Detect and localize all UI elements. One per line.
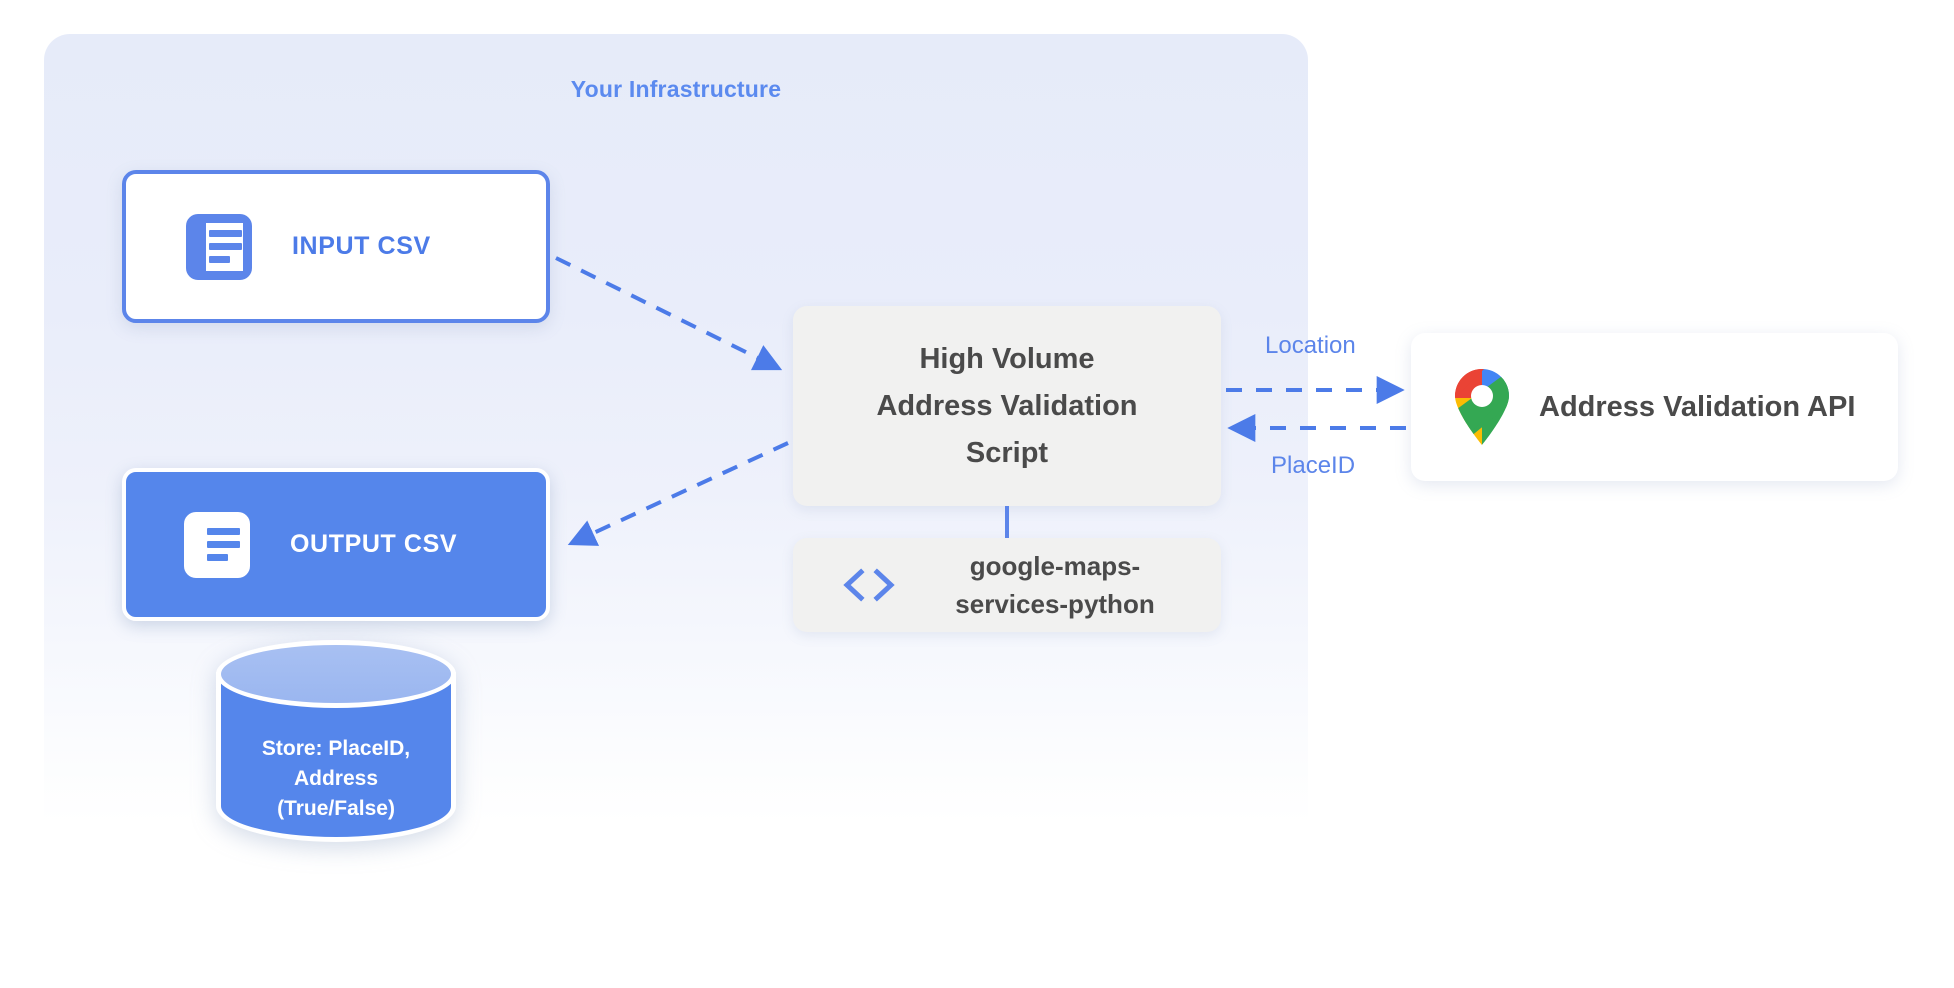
document-icon-line-2: [207, 541, 240, 548]
node-script[interactable]: High Volume Address Validation Script: [793, 306, 1221, 506]
script-library-connector: [1005, 506, 1009, 540]
datastore-label-line-3: (True/False): [277, 797, 395, 820]
document-icon-line-3: [207, 554, 228, 561]
document-icon-inner: [204, 520, 241, 569]
library-label-line-2: services-python: [955, 589, 1155, 619]
database-cylinder-top-icon: [216, 640, 456, 708]
node-datastore[interactable]: Store: PlaceID, Address (True/False): [212, 638, 460, 868]
script-label-line-3: Script: [965, 436, 1049, 469]
datastore-label-line-2: Address: [293, 767, 379, 790]
datastore-label-line-1: Store: PlaceID,: [261, 737, 411, 760]
node-input-csv[interactable]: INPUT CSV: [122, 170, 550, 323]
node-library[interactable]: google-maps- services-python: [793, 538, 1221, 632]
node-output-csv[interactable]: OUTPUT CSV: [122, 468, 550, 621]
script-label-line-2: Address Validation: [876, 389, 1138, 422]
edge-label-placeid: PlaceID: [1271, 452, 1356, 479]
document-icon-line-1: [209, 230, 242, 237]
edge-label-location: Location: [1265, 332, 1356, 359]
api-label: Address Validation API: [1539, 390, 1856, 423]
node-address-validation-api[interactable]: Address Validation API: [1411, 333, 1898, 481]
document-icon-inner: [206, 222, 243, 271]
library-label-line-1: google-maps-: [969, 551, 1141, 581]
output-csv-label: OUTPUT CSV: [290, 530, 458, 558]
document-icon: [184, 511, 250, 578]
google-maps-pin-icon: [1454, 368, 1510, 446]
datastore-label: Store: PlaceID, Address (True/False): [212, 734, 460, 824]
panel-title: Your Infrastructure: [570, 76, 782, 102]
document-icon-line-2: [209, 243, 242, 250]
script-label-line-1: High Volume: [919, 342, 1095, 375]
input-csv-label: INPUT CSV: [292, 232, 431, 260]
document-icon-line-1: [207, 528, 240, 535]
code-brackets-icon: [837, 568, 901, 602]
library-label: google-maps- services-python: [915, 547, 1195, 623]
document-icon: [186, 213, 252, 280]
document-icon-line-3: [209, 256, 230, 263]
